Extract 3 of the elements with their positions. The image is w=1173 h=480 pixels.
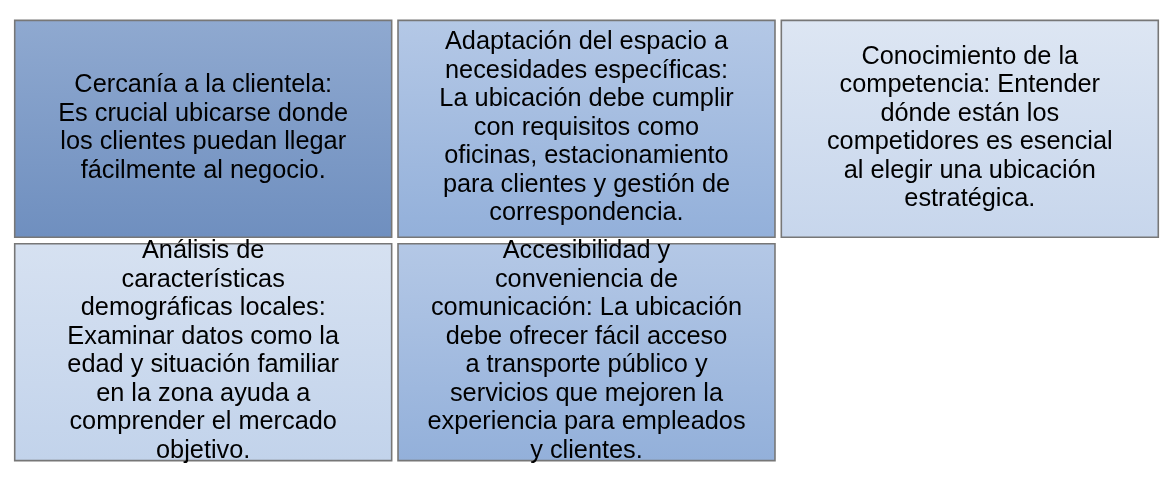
node-box: Adaptación del espacio a necesidades específicas: La ubicación debe cumplir con requisitos como oficinas, estacionamiento para clientes y gestión de correspondencia. [397, 19, 776, 238]
node-box: Conocimiento de la competencia: Entender dónde están los competidores es esencial al elegir una ubicación estratégica. [780, 19, 1160, 238]
node-box: Cercanía a la clientela: Es crucial ubicarse donde los clientes puedan llegar fácilmente al negocio. [13, 19, 393, 238]
